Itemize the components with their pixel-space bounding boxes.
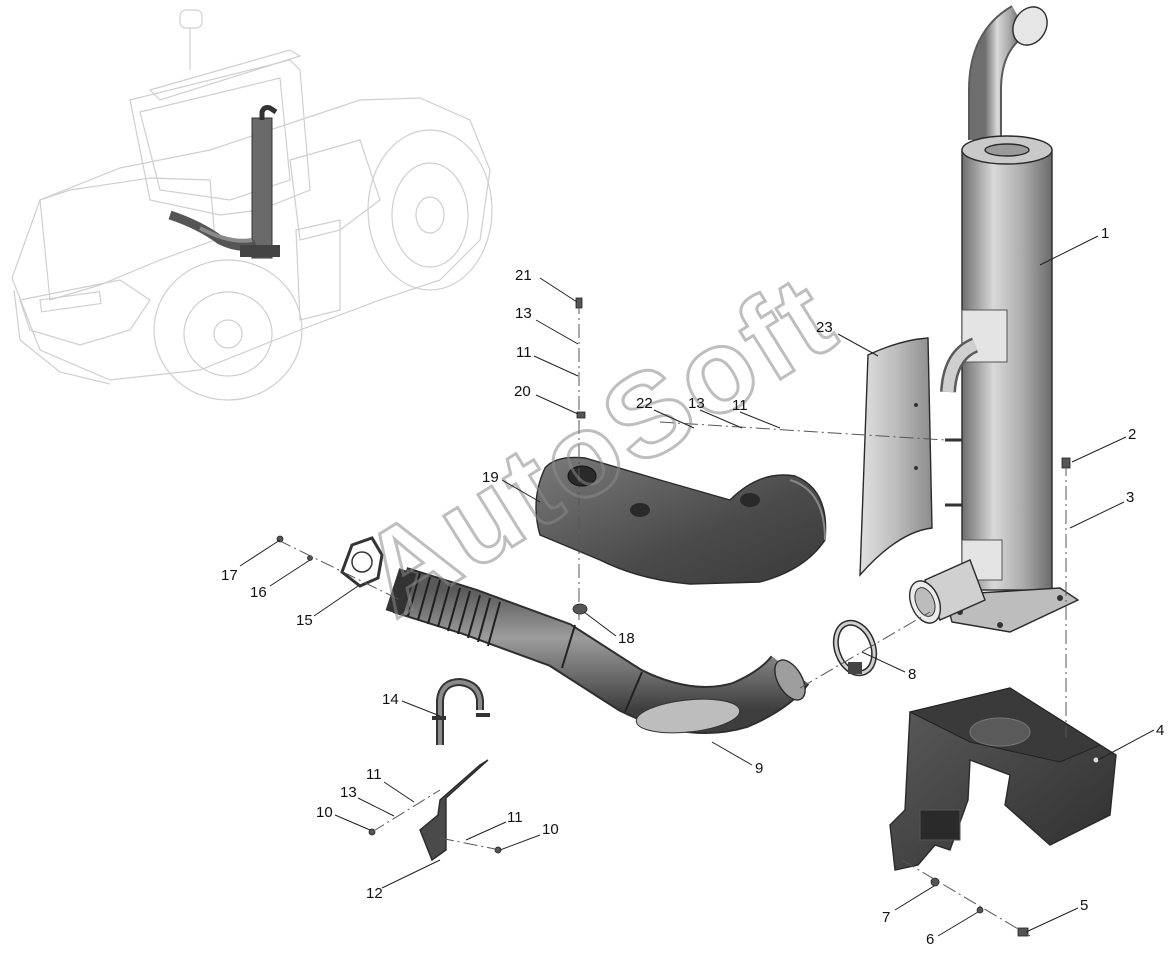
part-1-muffler xyxy=(908,5,1080,633)
callout-21: 21 xyxy=(515,267,532,284)
callout-12: 12 xyxy=(366,885,383,902)
part-6-washer xyxy=(976,906,984,914)
part-5-bolt xyxy=(1017,927,1029,937)
part-23-heat-shield xyxy=(859,337,933,577)
callout-20: 20 xyxy=(514,383,531,400)
part-12-bracket xyxy=(419,759,489,862)
callout-2: 2 xyxy=(1128,426,1136,443)
callout-17: 17 xyxy=(221,567,238,584)
part-14-u-strap xyxy=(432,677,490,745)
watermark-text: AutoSoft xyxy=(339,249,858,642)
assembly-axes xyxy=(277,300,1067,937)
part-8-clamp xyxy=(832,619,878,677)
callout-16: 16 xyxy=(250,584,267,601)
callout-9: 9 xyxy=(755,760,763,777)
callout-3: 3 xyxy=(1126,489,1134,506)
callout-11d: 11 xyxy=(507,809,523,826)
callout-11b: 11 xyxy=(732,397,748,414)
callout-15: 15 xyxy=(296,612,313,629)
callout-13b: 13 xyxy=(688,395,705,412)
callout-19: 19 xyxy=(482,469,499,486)
callout-5: 5 xyxy=(1080,897,1088,914)
callout-1: 1 xyxy=(1101,225,1109,242)
callout-14: 14 xyxy=(382,691,399,708)
part-15-gasket xyxy=(340,536,384,588)
callout-22: 22 xyxy=(636,395,653,412)
callout-4: 4 xyxy=(1156,722,1164,739)
part-18-nut xyxy=(572,603,588,615)
callout-8: 8 xyxy=(908,666,916,683)
callout-10b: 10 xyxy=(542,821,559,838)
context-muffler xyxy=(251,117,273,259)
part-19-pipe-shield xyxy=(535,456,827,585)
callout-6: 6 xyxy=(926,931,934,948)
tractor-context-view xyxy=(11,9,493,401)
callout-18: 18 xyxy=(618,630,635,647)
part-20-nut xyxy=(576,411,586,419)
callout-7: 7 xyxy=(882,909,890,926)
callout-10a: 10 xyxy=(316,804,333,821)
callout-13a: 13 xyxy=(515,305,532,322)
part-4-mounting-bracket xyxy=(889,687,1117,871)
part-9-exhaust-pipe xyxy=(385,567,810,734)
callout-11c: 11 xyxy=(366,766,382,783)
callout-11a: 11 xyxy=(516,344,532,361)
callouts: 1 2 3 4 5 6 7 8 9 10 10 11 11 11 11 12 xyxy=(221,225,1164,948)
part-7-nut xyxy=(930,877,940,887)
callout-23: 23 xyxy=(816,319,833,336)
callout-13c: 13 xyxy=(340,784,357,801)
